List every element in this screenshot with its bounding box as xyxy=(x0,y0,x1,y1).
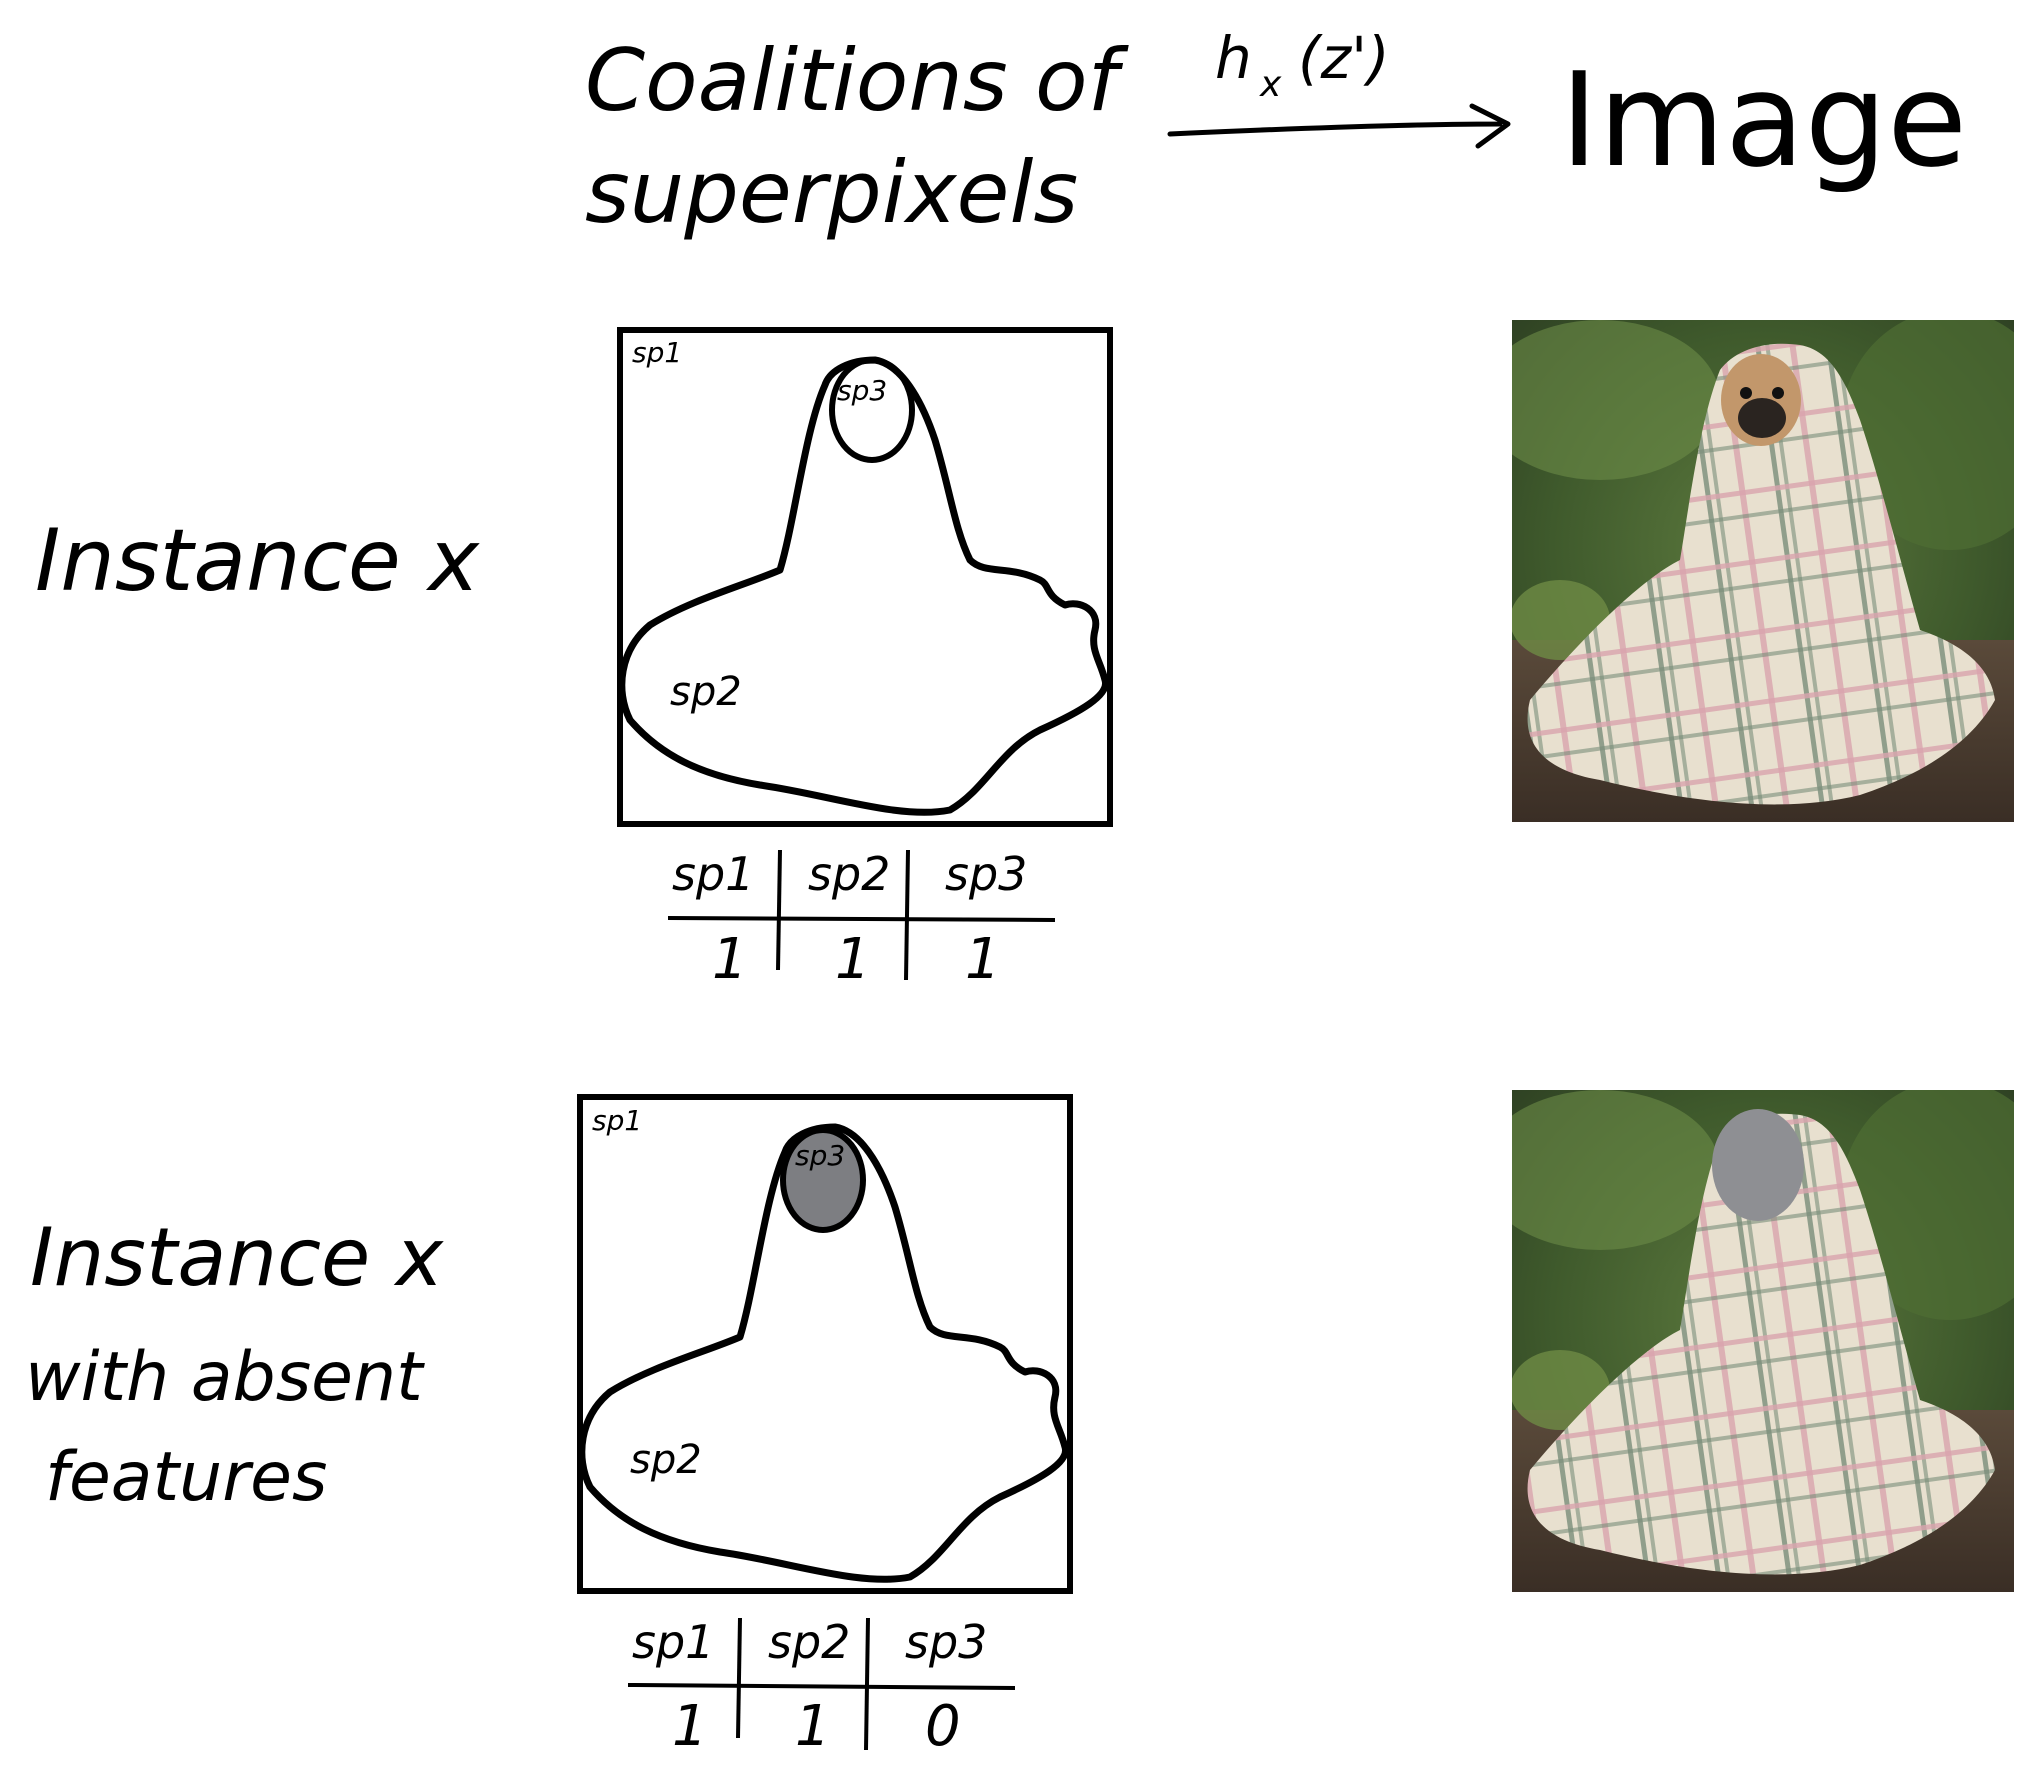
row1-coalition-sp3: 1 xyxy=(965,927,1001,992)
row2-sketch-frame xyxy=(577,1094,1073,1594)
row2-sp2-label: sp2 xyxy=(630,1437,702,1483)
mapping-function-label: h xyxy=(1215,24,1252,92)
row2-label-line3: features xyxy=(45,1438,327,1517)
row1-table-header-sp3: sp3 xyxy=(945,847,1027,901)
row2-blanket-shape xyxy=(1527,1113,1995,1575)
row2-photo-dog-face-absent xyxy=(1512,1090,2014,1592)
coalitions-line2: superpixels xyxy=(585,143,1078,243)
row2-sp1-label: sp1 xyxy=(592,1104,642,1137)
row1-superpixel-sketch: sp1 sp2 sp3 xyxy=(617,327,1113,827)
coalitions-line1: Coalitions of xyxy=(585,31,1130,131)
row1-table-header-sp1: sp1 xyxy=(672,847,754,901)
row2-label-line1: Instance x xyxy=(30,1211,445,1304)
mapping-function-argument: (z') xyxy=(1298,24,1390,92)
row2-label-line2: with absent xyxy=(25,1338,425,1417)
row1-sp3-label: sp3 xyxy=(837,374,887,407)
row2-superpixel-sketch: sp1 sp2 sp3 xyxy=(577,1094,1073,1594)
header-coalitions-title: Coalitions of superpixels xyxy=(585,31,1130,243)
row2-dog-face-greyed-out xyxy=(1712,1109,1804,1221)
row2-table-header-sp3: sp3 xyxy=(905,1615,987,1669)
row1-dog-eye-left xyxy=(1740,387,1752,399)
row1-dog-muzzle xyxy=(1738,398,1786,438)
image-title: Image xyxy=(1560,44,1967,196)
row1-coalition-sp1: 1 xyxy=(712,927,748,992)
row1-blanket-shape xyxy=(1527,343,1995,805)
row2-coalition-sp3: 0 xyxy=(925,1694,961,1759)
row1-coalition-table: sp1 sp2 sp3 1 1 1 xyxy=(667,847,1056,992)
row1-coalition-sp2: 1 xyxy=(835,927,871,992)
row2-table-header-sp1: sp1 xyxy=(632,1615,714,1669)
row2-superpixel-3-absent-fill xyxy=(780,1127,866,1233)
row1-superpixel-2-outline xyxy=(618,356,1109,816)
row1-dog-eye-right xyxy=(1772,387,1784,399)
row2-label: Instance x with absent features xyxy=(25,1211,445,1517)
mapping-arrow xyxy=(1167,103,1511,149)
row1-sp1-label: sp1 xyxy=(632,336,682,369)
row1-label: Instance x xyxy=(35,511,480,611)
row1-superpixel-3-outline xyxy=(829,357,915,463)
row1-photo-dog-in-blanket xyxy=(1512,320,2014,822)
row2-coalition-sp1: 1 xyxy=(672,1694,708,1759)
mapping-arrow-group: h x (z') xyxy=(1167,24,1511,149)
row2-sp3-label: sp3 xyxy=(795,1139,845,1172)
row2-coalition-sp2: 1 xyxy=(795,1694,831,1759)
row1-table-header-sp2: sp2 xyxy=(808,847,890,901)
row2-coalition-table: sp1 sp2 sp3 1 1 0 xyxy=(627,1615,1016,1759)
row1-sketch-frame xyxy=(617,327,1113,827)
row2-table-header-sp2: sp2 xyxy=(768,1615,850,1669)
mapping-function-subscript: x xyxy=(1259,64,1282,105)
row2-superpixel-2-outline xyxy=(578,1123,1069,1583)
row1-sp2-label: sp2 xyxy=(670,669,742,715)
